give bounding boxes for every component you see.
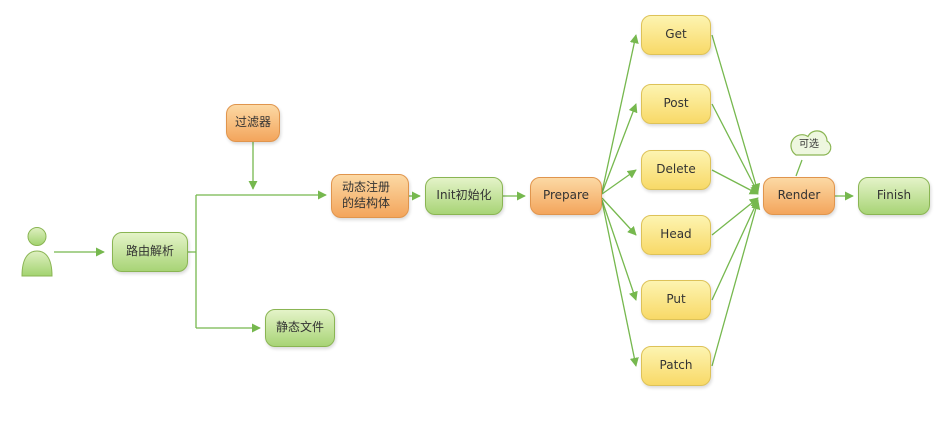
node-label: 静态文件 (275, 320, 324, 335)
node-label: Get (665, 27, 687, 42)
node-filter[interactable]: 过滤器 (226, 104, 280, 142)
node-dynamic-struct[interactable]: 动态注册的结构体 (331, 174, 409, 218)
node-method-put[interactable]: Put (641, 280, 711, 320)
node-static-files[interactable]: 静态文件 (265, 309, 335, 347)
edge-prepare-post (601, 103, 638, 194)
node-label: 动态注册的结构体 (342, 180, 391, 210)
node-finish[interactable]: Finish (858, 177, 930, 215)
node-render[interactable]: Render (763, 177, 835, 215)
node-init[interactable]: Init初始化 (425, 177, 503, 215)
node-method-delete[interactable]: Delete (641, 150, 711, 190)
node-prepare[interactable]: Prepare (530, 177, 602, 215)
node-label: Put (666, 292, 686, 307)
edge-prepare-put (601, 199, 638, 301)
node-label: Init初始化 (436, 188, 492, 203)
node-label: Finish (876, 188, 912, 203)
node-label: 可选 (799, 138, 819, 150)
edge-head-render (711, 197, 759, 236)
person-icon (21, 227, 53, 277)
edge-prepare-head (601, 197, 637, 236)
edge-put-render (711, 199, 759, 301)
edge-prepare-get (601, 34, 639, 193)
node-optional-cloud[interactable]: 可选 (780, 126, 838, 160)
cloud-icon (790, 130, 832, 156)
node-method-patch[interactable]: Patch (641, 346, 711, 386)
node-label: Prepare (542, 188, 590, 203)
edge-prepare-delete (601, 169, 637, 195)
node-method-get[interactable]: Get (641, 15, 711, 55)
edge-patch-render (711, 200, 761, 367)
node-label: 过滤器 (234, 115, 271, 130)
node-label: Delete (656, 162, 696, 177)
node-route-parse[interactable]: 路由解析 (112, 232, 188, 272)
node-method-post[interactable]: Post (641, 84, 711, 124)
edge-get-render (711, 34, 761, 193)
edge-prepare-patch (601, 200, 639, 367)
node-label: Post (663, 96, 689, 111)
node-method-head[interactable]: Head (641, 215, 711, 255)
edge-delete-render (711, 169, 759, 195)
node-label: Render (777, 188, 821, 203)
node-label: 路由解析 (125, 244, 174, 259)
node-label: Patch (659, 358, 693, 373)
edge-cloud-render (795, 159, 803, 177)
actor-figure[interactable] (18, 226, 56, 278)
edge-post-render (711, 103, 759, 194)
edge-route-branch (188, 195, 197, 328)
node-label: Head (660, 227, 692, 242)
